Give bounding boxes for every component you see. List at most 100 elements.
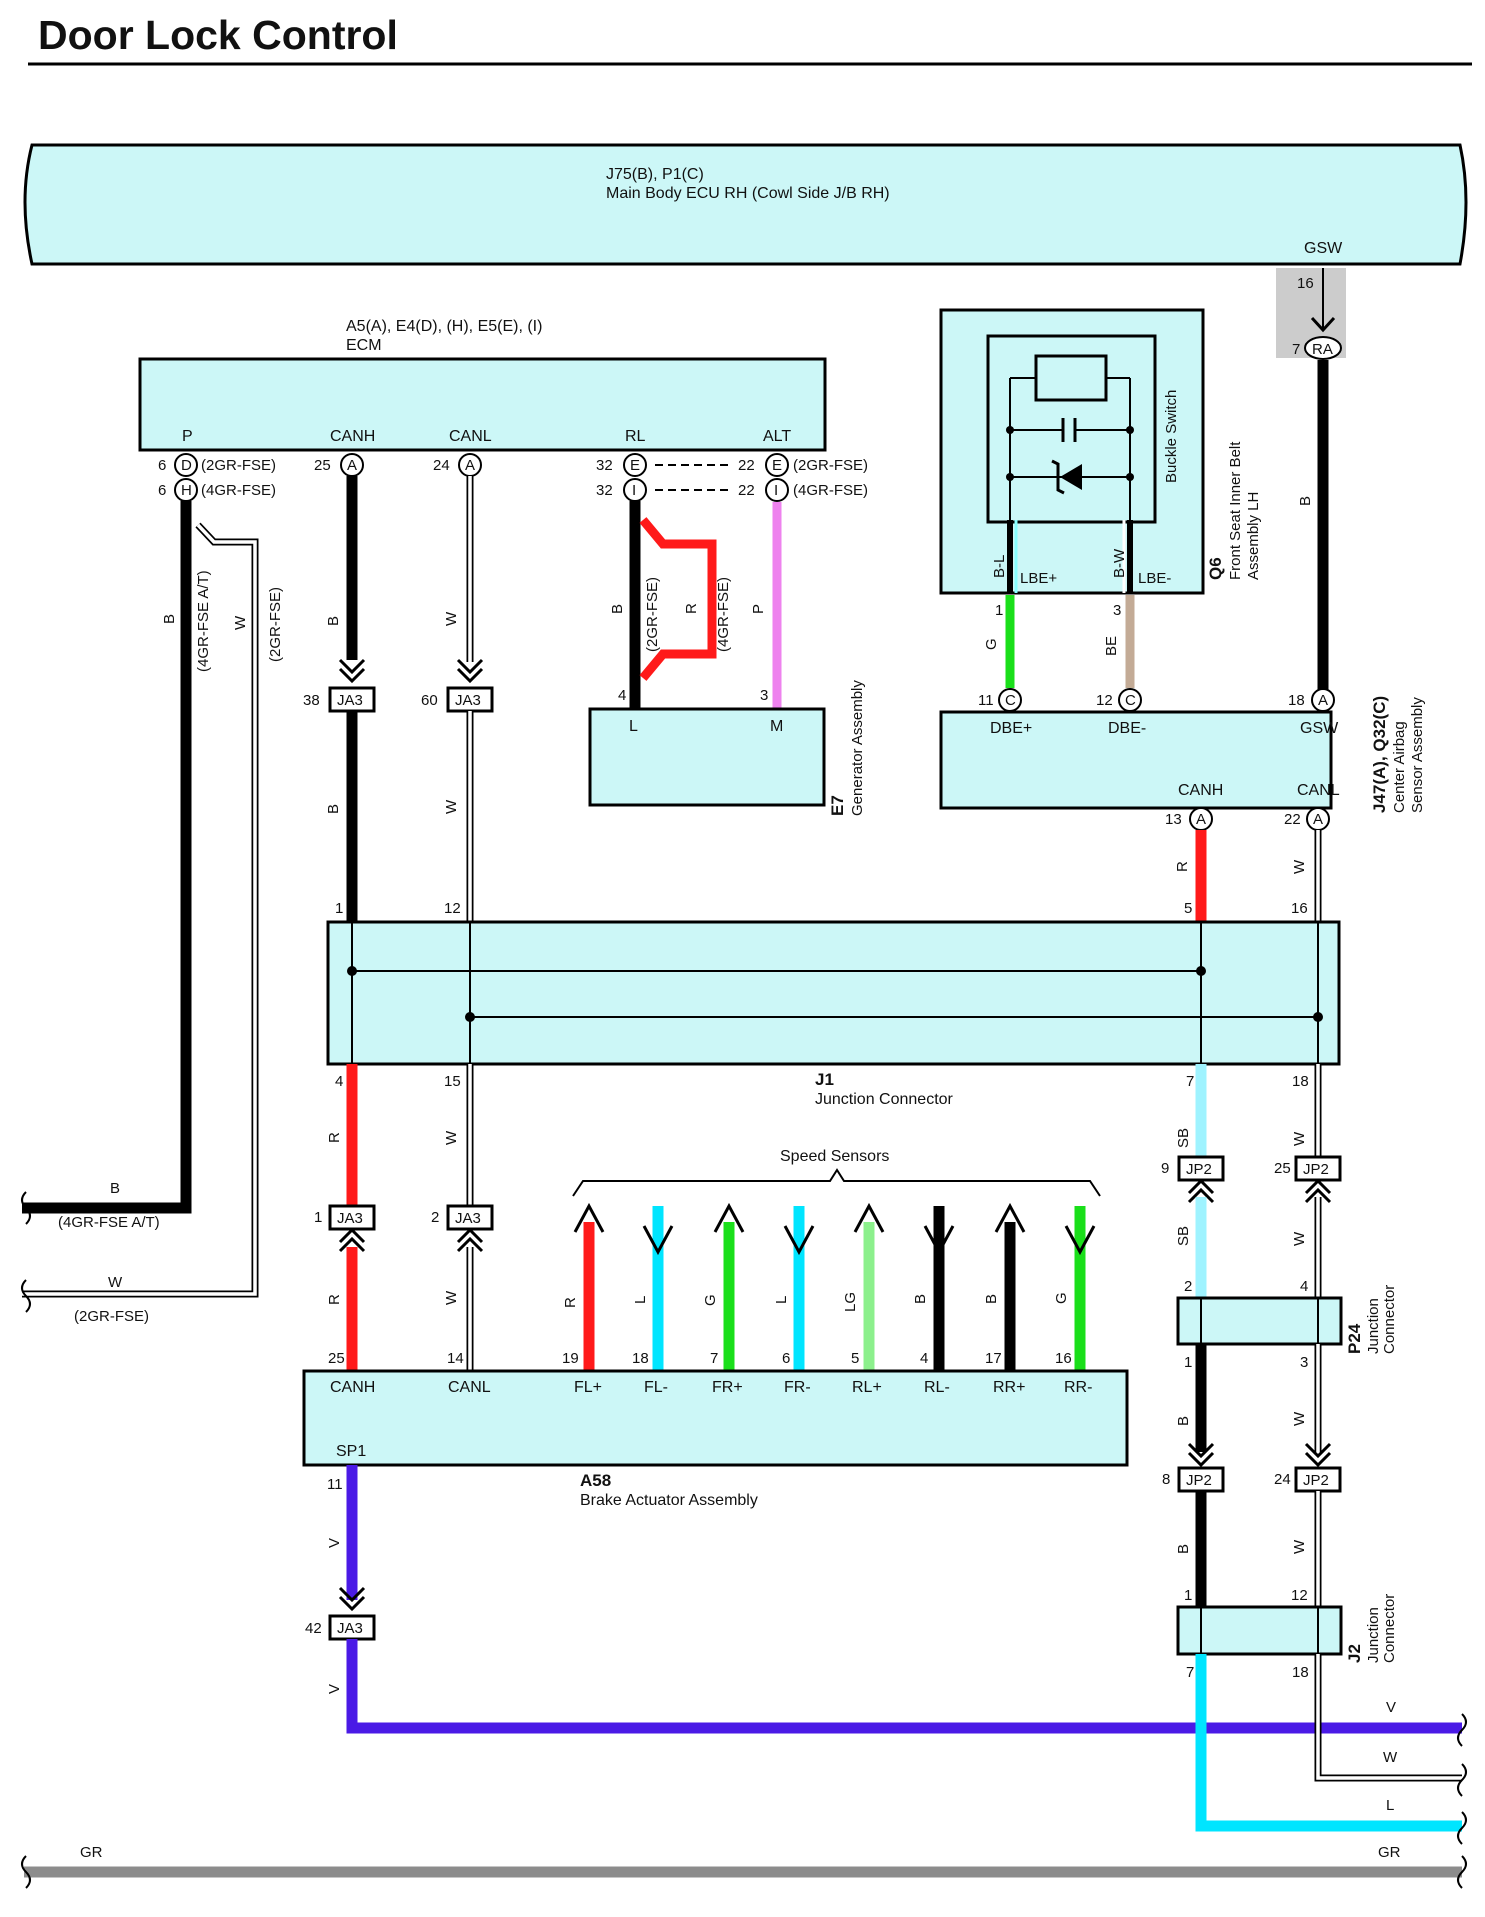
pin-16: 16 [1055, 1350, 1072, 1367]
airbag-pin-dbe-minus: DBE- [1108, 720, 1146, 737]
belt-name-1: Front Seat Inner Belt [1227, 441, 1244, 580]
j2-name-2: Connector [1381, 1594, 1398, 1663]
airbag-sensor-box [939, 710, 1333, 810]
belt-pin-bl: B-L [991, 555, 1008, 578]
label-2gr-rl: (2GR-FSE) [644, 577, 661, 652]
wire-label-airbag-r: R [1174, 861, 1191, 872]
pin-a-canh-letter: A [347, 457, 357, 474]
label-4gr-at-bottom: (4GR-FSE A/T) [58, 1214, 160, 1231]
wire-label-p-w-bottom: W [108, 1274, 123, 1291]
wire-label-w-j1: W [1291, 1131, 1308, 1146]
brake-actuator-box [302, 1369, 1129, 1467]
airbag-name-1: Center Airbag [1391, 721, 1408, 813]
pin-18-a-gsw: 18 [1288, 692, 1305, 709]
pin-3-gen: 3 [760, 687, 768, 704]
wire-label-rr-plus: B [983, 1294, 1000, 1304]
pin-1-ja3: 1 [314, 1209, 322, 1226]
j1-dot-1 [347, 966, 357, 976]
gen-code: E7 [828, 795, 847, 816]
ra-connector [1304, 336, 1342, 360]
ja3-canl-bottom-label: JA3 [455, 1210, 481, 1227]
ecm-pin-alt: ALT [763, 428, 791, 445]
wire-label-fr-plus: G [702, 1294, 719, 1306]
p24-name-2: Connector [1381, 1285, 1398, 1354]
wire-label-w-right: W [1383, 1749, 1398, 1766]
dot-2 [1006, 473, 1014, 481]
j1-name: Junction Connector [815, 1091, 954, 1108]
label-2gr-bottom: (2GR-FSE) [74, 1308, 149, 1325]
gen-pin-m: M [770, 718, 783, 735]
break-right-1 [1457, 1713, 1467, 1747]
w-p24-arrow-2 [1304, 1451, 1332, 1468]
pin-12-j1: 12 [444, 900, 461, 917]
main-body-ecu-pin-gsw: GSW [1304, 240, 1343, 257]
buckle-switch-label: Buckle Switch [1163, 390, 1180, 483]
wire-rl-red [639, 517, 717, 681]
sp1-arrow-2 [338, 1595, 366, 1612]
pin-6-d: 6 [158, 457, 166, 474]
sb-up-arrow-1 [1187, 1178, 1215, 1195]
wire-label-gr-left: GR [80, 1844, 103, 1861]
belt-pin-bw: B-W [1111, 548, 1128, 578]
fr-minus-arrow [783, 1225, 815, 1256]
brake-pin-fl-plus: FL+ [574, 1379, 602, 1396]
pin-17: 17 [985, 1350, 1002, 1367]
j1-box [326, 920, 1341, 1066]
pin-24-canl: 24 [433, 457, 450, 474]
label-2gr-vert: (2GR-FSE) [267, 587, 284, 662]
p24-name-1: Junction [1365, 1298, 1382, 1354]
brake-pin-rl-minus: RL- [924, 1379, 950, 1396]
belt-pin-lbe-minus: LBE- [1138, 570, 1171, 587]
brake-pin-canh: CANH [330, 1379, 375, 1396]
pin-a-canl-letter: A [465, 457, 475, 474]
pin-a-canl-airbag-letter: A [1313, 811, 1323, 828]
pin-1-p24: 1 [1184, 1354, 1192, 1371]
pin-1-j1: 1 [335, 900, 343, 917]
zener-diode [1060, 464, 1082, 490]
pin-e-rl-circle [623, 453, 647, 477]
pin-a-canh-airbag-letter: A [1196, 811, 1206, 828]
pin-7: 7 [710, 1350, 718, 1367]
wire-label-rl-b: B [609, 604, 626, 614]
brake-pin-fr-plus: FR+ [712, 1379, 743, 1396]
brake-name: Brake Actuator Assembly [580, 1492, 758, 1509]
wire-p-black [22, 501, 192, 1214]
pin-d-letter: D [181, 457, 192, 474]
break-gr-right [1457, 1855, 1467, 1889]
pin-14-brake: 14 [447, 1350, 464, 1367]
brake-code: A58 [580, 1471, 611, 1490]
pin-42-ja3: 42 [305, 1620, 322, 1637]
pin-3-belt: 3 [1113, 602, 1121, 619]
pin-24-jp2: 24 [1274, 1471, 1291, 1488]
pin-2-ja3: 2 [431, 1209, 439, 1226]
main-body-ecu-code: J75(B), P1(C) [606, 166, 704, 183]
w-up-arrow-1 [1304, 1178, 1332, 1195]
pin-e-alt-circle [765, 453, 789, 477]
wire-label-gr-right: GR [1378, 1844, 1401, 1861]
pin-13-a: 13 [1165, 811, 1182, 828]
pin-11-sp1: 11 [327, 1476, 343, 1493]
speed-sensors-label: Speed Sensors [780, 1148, 889, 1165]
pin-e-rl-letter: E [630, 457, 640, 474]
fl-minus-arrow [642, 1225, 674, 1256]
wire-sp1-violet-2 [346, 1639, 1462, 1734]
wire-label-canl-w4: W [443, 1290, 460, 1305]
brake-pin-canl: CANL [448, 1379, 491, 1396]
p24-code: P24 [1345, 1323, 1364, 1354]
dot-3 [1126, 426, 1134, 434]
label-2gr-e: (2GR-FSE) [793, 457, 868, 474]
wire-label-p-b: B [161, 614, 178, 624]
break-gr-left [21, 1855, 31, 1889]
pin-d-circle [174, 453, 198, 477]
wire-l-j2 [1195, 1654, 1462, 1832]
airbag-pin-dbe-plus: DBE+ [990, 720, 1032, 737]
pin-1-j2: 1 [1184, 1587, 1192, 1604]
pin-c-dbe-plus-letter: C [1005, 692, 1016, 709]
wire-label-alt-p: P [750, 604, 767, 614]
wire-label-fl-plus: R [562, 1297, 579, 1308]
wire-label-canh-r2: R [326, 1294, 343, 1305]
gsw-arrow [1310, 316, 1336, 333]
fr-plus-arrow [713, 1202, 745, 1233]
wire-label-canh-r1: R [326, 1132, 343, 1143]
